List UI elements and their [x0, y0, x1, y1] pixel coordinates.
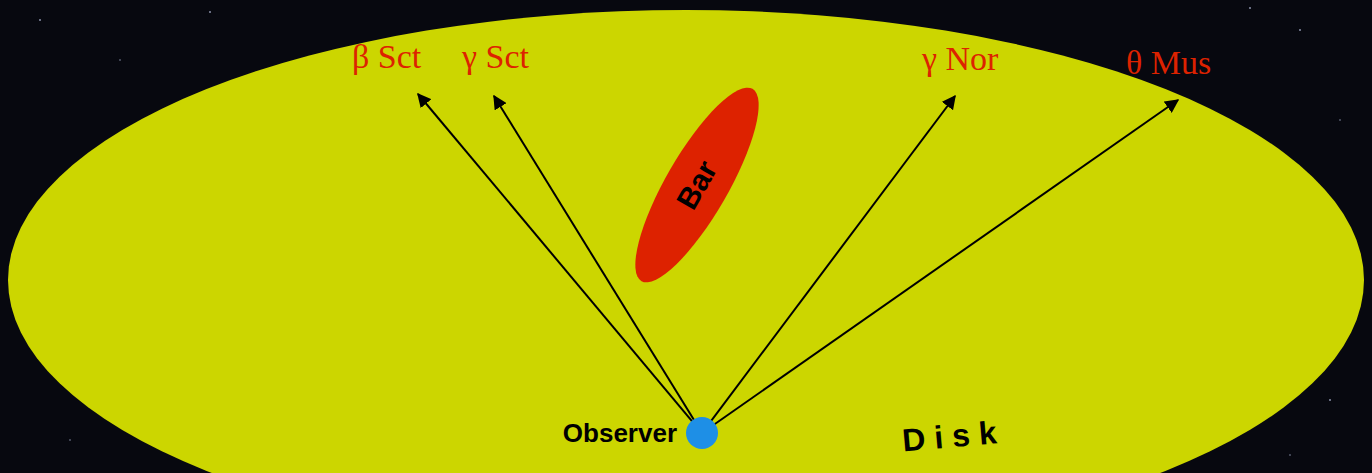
star-label: γ Sct: [462, 40, 529, 74]
observer-marker: Observer: [563, 416, 719, 450]
star-label: θ Mus: [1126, 46, 1211, 80]
observer-label: Observer: [563, 420, 677, 446]
star-label: γ Nor: [922, 42, 998, 76]
observer-dot: [685, 416, 719, 450]
disk-label: Disk: [901, 416, 1007, 457]
star-label: β Sct: [352, 40, 421, 74]
